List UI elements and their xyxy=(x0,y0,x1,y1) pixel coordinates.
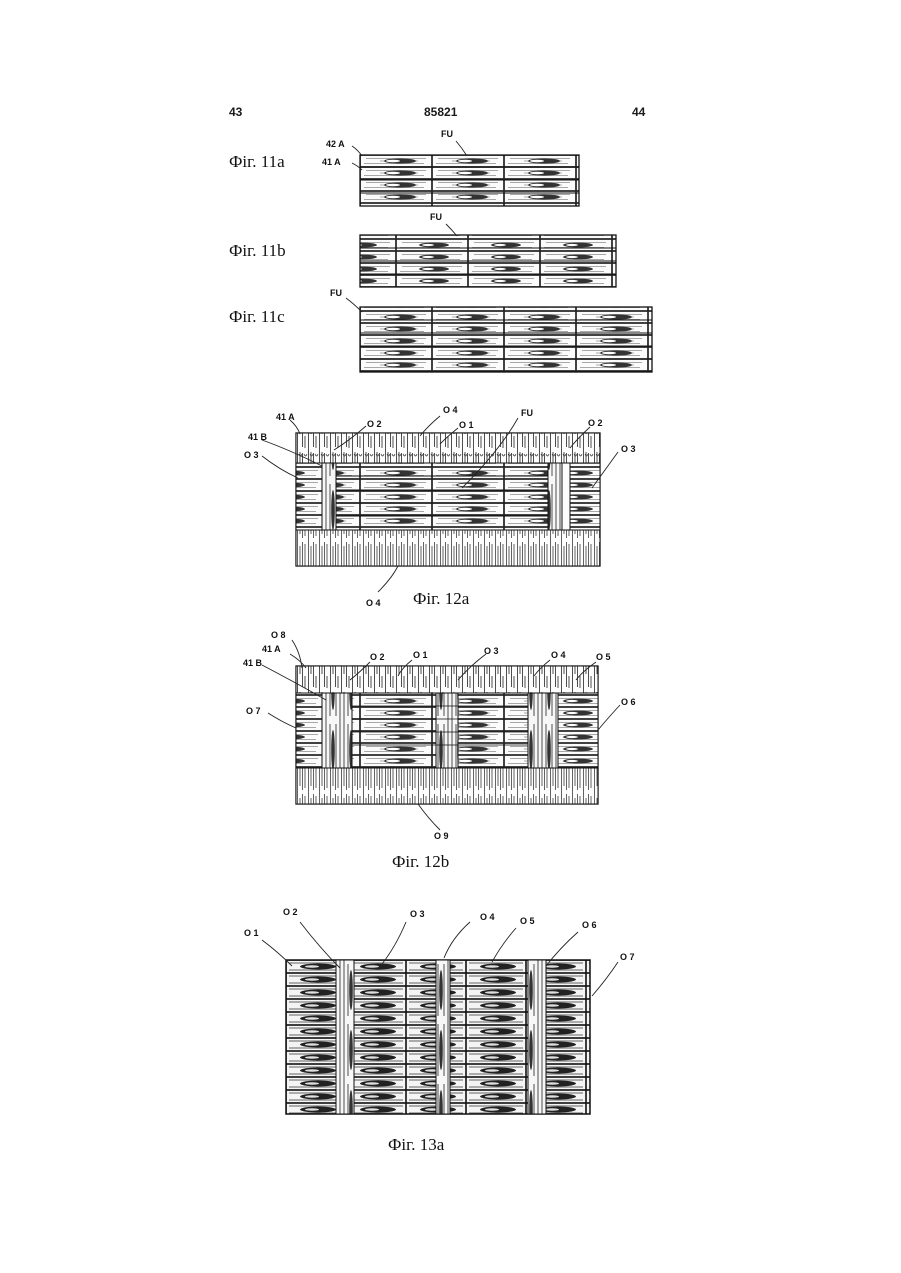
figure-11b-drawing: FU xyxy=(360,212,616,287)
label-o2-right: O 2 xyxy=(588,418,603,428)
figure-11a-drawing: 42 A 41 A FU xyxy=(322,129,579,206)
label-o7: O 7 xyxy=(246,706,261,716)
figure-12b-drawing: O 8 41 A 41 B O 7 O 2 O 1 O 3 O 4 O 5 O … xyxy=(243,630,636,841)
label-fu: FU xyxy=(521,408,533,418)
label-o1: O 1 xyxy=(413,650,428,660)
label-o1: O 1 xyxy=(459,420,474,430)
label-fu: FU xyxy=(441,129,453,139)
label-o3: O 3 xyxy=(484,646,499,656)
label-41a: 41 A xyxy=(322,157,341,167)
label-41a: 41 A xyxy=(276,412,295,422)
label-o3: O 3 xyxy=(410,909,425,919)
label-fu: FU xyxy=(330,288,342,298)
label-o4: O 4 xyxy=(551,650,566,660)
label-o3-right: O 3 xyxy=(621,444,636,454)
label-42a: 42 A xyxy=(326,139,345,149)
label-o2: O 2 xyxy=(370,652,385,662)
label-o8: O 8 xyxy=(271,630,286,640)
label-41b: 41 B xyxy=(243,658,263,668)
figure-12a-drawing: 41 A 41 B O 3 O 2 O 4 O 1 FU O 2 O 3 O 4 xyxy=(244,405,636,608)
label-o5: O 5 xyxy=(520,916,535,926)
label-o2: O 2 xyxy=(283,907,298,917)
label-41a: 41 A xyxy=(262,644,281,654)
label-o1: O 1 xyxy=(244,928,259,938)
figure-11c-drawing: FU xyxy=(330,288,652,372)
figure-13a-drawing: O 1 O 2 O 3 O 4 O 5 O 6 O 7 xyxy=(244,907,635,1114)
label-o3-left: O 3 xyxy=(244,450,259,460)
label-41b: 41 B xyxy=(248,432,268,442)
label-o5: O 5 xyxy=(596,652,611,662)
label-o4-bottom: O 4 xyxy=(366,598,381,608)
label-o4-top: O 4 xyxy=(443,405,458,415)
label-fu: FU xyxy=(430,212,442,222)
label-o6: O 6 xyxy=(621,697,636,707)
label-o4: O 4 xyxy=(480,912,495,922)
label-o6: O 6 xyxy=(582,920,597,930)
label-o9: O 9 xyxy=(434,831,449,841)
label-o2-left: O 2 xyxy=(367,419,382,429)
label-o7: O 7 xyxy=(620,952,635,962)
